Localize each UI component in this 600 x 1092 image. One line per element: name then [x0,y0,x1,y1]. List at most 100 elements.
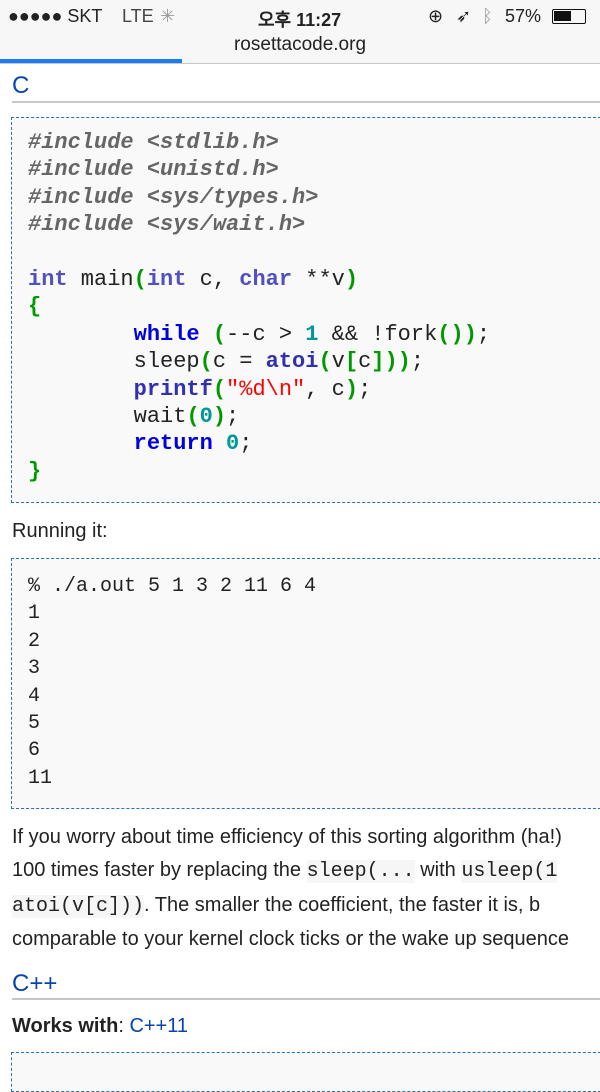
paragraph-line: If you worry about time efficiency of th… [12,826,562,848]
status-bar: ●●●●● SKT LTE ✳ 오후 11:27 ⊕ ➶ ᛒ 57% [0,0,600,32]
paragraph-line: atoi(v[c])). The smaller the coefficient… [12,888,540,924]
code-token: ( [212,321,227,347]
code-token: #include <sys/wait.h> [28,212,306,238]
code-block: #include <stdlib.h>#include <unistd.h>#i… [11,117,600,503]
url-text[interactable]: rosettacode.org [233,34,367,55]
code-line: sleep(c = atoi(v[c])); [28,348,490,375]
battery-icon [552,9,586,24]
code-token [28,322,134,347]
address-bar[interactable]: rosettacode.org [0,32,600,64]
text: with [414,859,462,881]
code-token [200,322,213,347]
code-token: ()) [437,321,477,347]
code-token: ( [186,403,200,429]
code-token: **v [292,266,345,292]
network-type: LTE [122,6,154,26]
code-token: #include <unistd.h> [28,157,279,183]
code-line [28,239,490,266]
code-line: #include <stdlib.h> [28,129,490,156]
code-text: #include <stdlib.h>#include <unistd.h>#i… [28,129,490,485]
running-label: Running it: [12,520,108,542]
code-line: while (--c > 1 && !fork()); [28,321,490,348]
code-token: c = [212,349,266,375]
code-token: return [133,431,213,457]
inline-code: usleep(1 [461,860,558,883]
rotation-lock-icon: ⊕ [428,6,444,26]
clock: 오후 11:27 [258,10,342,30]
code-token: while [133,321,200,347]
battery-percent: 57% [505,6,542,26]
code-line: #include <sys/types.h> [28,184,490,211]
code-token: ; [226,403,240,429]
code-line: { [28,293,490,320]
works-with: Works with: C++11 [12,1009,188,1043]
code-token: --c > [226,321,306,347]
code-token: v [331,349,345,375]
code-token: && !fork [318,321,438,347]
code-token: ( [212,376,227,402]
code-token: ) [344,266,359,292]
code-token [28,377,134,402]
code-token: atoi [265,349,319,375]
code-token [28,431,134,456]
code-token: ) [344,376,359,402]
code-token: char [239,266,293,292]
code-token: sleep [28,349,200,375]
location-icon: ➶ [456,6,472,26]
code-token: #include <stdlib.h> [28,130,279,155]
code-token: printf [133,376,213,402]
code-token: } [28,458,42,484]
code-line: wait(0); [28,403,490,430]
code-token: "%d\n" [226,376,306,402]
code-token: 0 [226,431,240,457]
code-token: int [28,266,68,292]
code-line: #include <unistd.h> [28,156,490,183]
output-block: % ./a.out 5 1 3 2 11 6 4 1 2 3 4 5 6 11 [11,558,600,809]
code-token: ( [318,349,332,375]
activity-spinner-icon: ✳ [160,6,176,26]
inline-code: atoi(v[c])) [12,895,145,918]
text: . The smaller the coefficient, the faste… [144,894,541,916]
bluetooth-icon: ᛒ [482,6,493,26]
code-line: #include <sys/wait.h> [28,211,490,238]
text: 100 times faster by replacing the [12,859,307,881]
output-text: % ./a.out 5 1 3 2 11 6 4 1 2 3 4 5 6 11 [28,575,317,790]
cpp11-link[interactable]: C++11 [129,1015,189,1037]
code-token: , c [305,376,345,402]
code-token: main [67,266,134,292]
paragraph-line: comparable to your kernel clock ticks or… [12,928,569,950]
code-token: 1 [305,321,319,347]
carrier: ●●●●● SKT [8,6,103,26]
code-token: ; [476,321,491,347]
code-token: ; [410,349,425,375]
code-token: wait [28,403,187,429]
code-token: int [146,266,187,292]
section-heading-c: C [12,72,30,99]
paragraph-line: 100 times faster by replacing the sleep(… [12,853,558,889]
section-heading-cpp: C++ [12,970,58,997]
works-with-label: Works with [12,1015,119,1037]
code-line: printf("%d\n", c); [28,376,490,403]
code-line: return 0; [28,430,490,457]
code-token: ) [212,403,227,429]
code-token: { [28,294,42,320]
code-token: ( [133,266,147,292]
code-token: ; [358,376,372,402]
inline-code: sleep(... [306,860,415,883]
code-token: #include <sys/types.h> [28,184,319,210]
code-line: int main(int c, char **v) [28,266,490,293]
code-block [11,1052,600,1092]
code-line: } [28,458,490,485]
code-token: ; [239,431,253,457]
code-token: ( [199,349,213,375]
code-token: 0 [199,403,213,429]
heading-rule [12,101,600,103]
code-token: c, [186,266,240,292]
code-token: c [358,349,372,375]
page-load-progress [0,59,182,63]
code-token: [ [344,349,359,375]
separator: : [118,1015,130,1037]
heading-rule [12,998,600,1000]
code-token: ])) [371,349,411,375]
code-token [213,431,226,456]
